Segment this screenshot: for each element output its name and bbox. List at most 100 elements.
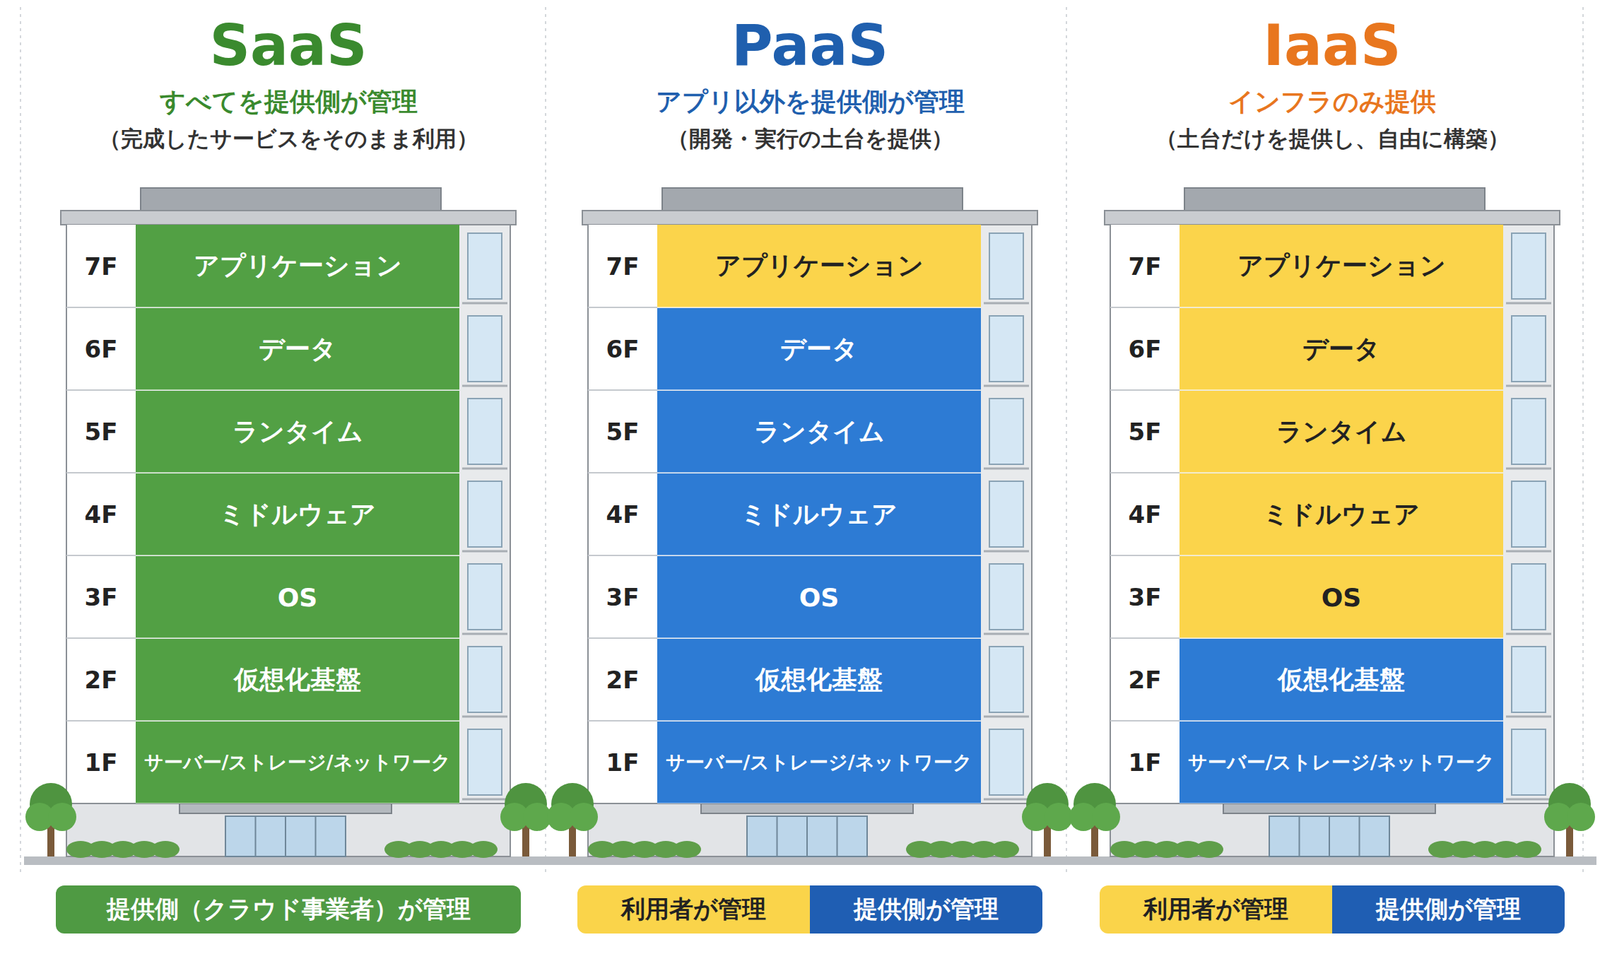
layer-band: アプリケーション <box>135 224 460 308</box>
door-frame <box>836 816 839 857</box>
layer-band: ランタイム <box>657 390 981 473</box>
window-sill <box>1506 385 1552 388</box>
layer-band: ランタイム <box>1179 390 1504 473</box>
floor-number: 1F <box>84 748 119 777</box>
floor-number: 1F <box>1128 748 1162 777</box>
layer-band: サーバー/ストレージ/ネットワーク <box>1179 721 1504 804</box>
floor-number: 6F <box>84 334 119 364</box>
layer-name: アプリケーション <box>193 248 403 284</box>
window-sill <box>462 467 508 470</box>
floor-divider <box>1110 389 1180 391</box>
door-frame <box>315 816 317 857</box>
building <box>1067 187 1597 866</box>
entrance-door <box>746 816 868 857</box>
tree-crown <box>1044 802 1073 832</box>
model-note: （開発・実行の土台を提供） <box>667 124 954 155</box>
floor-number: 7F <box>1128 252 1162 281</box>
layer-name: OS <box>1321 583 1362 613</box>
building-frame <box>1110 224 1555 804</box>
floor-divider <box>66 637 136 639</box>
door-frame <box>1328 816 1331 857</box>
floor-number: 7F <box>84 252 119 281</box>
window <box>1511 481 1546 547</box>
floor-number: 5F <box>1128 417 1162 446</box>
layer-name: サーバー/ストレージ/ネットワーク <box>665 749 973 776</box>
separator-line <box>1065 7 1068 877</box>
hedge <box>151 840 180 858</box>
layer-band: データ <box>135 308 460 391</box>
layer-name: ランタイム <box>1276 414 1408 450</box>
window-sill <box>462 302 508 305</box>
legend-text: 提供側が管理 <box>1375 893 1521 926</box>
window-sill <box>983 798 1029 801</box>
model-title: SaaS <box>209 12 367 79</box>
floor-number: 4F <box>606 500 640 529</box>
layer-band: OS <box>1179 556 1504 639</box>
window-sill <box>462 715 508 719</box>
window-sill <box>1506 550 1552 553</box>
layer-band: データ <box>1179 308 1504 391</box>
legend-swatch: 提供側が管理 <box>1332 885 1565 934</box>
window <box>989 481 1024 547</box>
layer-band: OS <box>135 556 460 639</box>
floor-number: 6F <box>1128 334 1162 364</box>
entrance-canopy <box>179 803 392 814</box>
layer-name: 仮想化基盤 <box>755 662 883 698</box>
window-sill <box>983 633 1029 636</box>
tree-crown <box>569 802 598 832</box>
layer-band: 仮想化基盤 <box>1179 638 1504 721</box>
floor-number: 6F <box>606 334 640 364</box>
hedge <box>1513 840 1542 858</box>
building-frame <box>66 224 511 804</box>
floor-divider <box>587 389 658 391</box>
model-note: （完成したサービスをそのまま利用） <box>98 124 479 155</box>
layer-name: OS <box>277 583 319 613</box>
hedge <box>672 840 702 858</box>
separator-line <box>19 7 22 877</box>
door-frame <box>1359 816 1361 857</box>
window <box>1511 315 1546 382</box>
hedge <box>1195 840 1224 858</box>
separator-line <box>1582 7 1584 877</box>
model-title: IaaS <box>1262 12 1401 79</box>
window-sill <box>1506 798 1552 801</box>
door-frame <box>255 816 257 857</box>
floor-number: 4F <box>1128 500 1162 529</box>
floor-divider <box>66 554 136 557</box>
window <box>1511 646 1546 713</box>
window-sill <box>1506 302 1552 305</box>
layer-name: ミドルウェア <box>740 497 898 533</box>
legend-swatch: 提供側が管理 <box>809 885 1043 934</box>
window-sill <box>1506 715 1552 719</box>
floor-number: 3F <box>606 583 640 612</box>
layer-name: ミドルウェア <box>1262 497 1420 533</box>
floor-number: 5F <box>84 417 119 446</box>
floor-divider <box>66 389 136 391</box>
window-sill <box>1506 633 1552 636</box>
door-frame <box>806 816 808 857</box>
floor-label-column <box>588 224 658 804</box>
door-frame <box>1298 816 1301 857</box>
window <box>1511 563 1546 630</box>
model-subtitle: すべてを提供側が管理 <box>159 84 418 120</box>
window <box>467 729 502 796</box>
layer-name: アプリケーション <box>715 248 924 284</box>
floor-number: 3F <box>1128 583 1162 612</box>
roof-top <box>1184 187 1485 211</box>
door-frame <box>776 816 779 857</box>
building-frame <box>587 224 1032 804</box>
building <box>24 187 553 866</box>
floor-number: 3F <box>84 583 119 612</box>
entrance-door <box>225 816 346 857</box>
floor-divider <box>66 472 136 474</box>
window <box>989 729 1024 796</box>
door-frame <box>284 816 287 857</box>
layer-name: サーバー/ストレージ/ネットワーク <box>1187 749 1495 776</box>
model-title: PaaS <box>731 12 889 79</box>
roof-slab <box>60 210 516 225</box>
legend-text: 利用者が管理 <box>621 893 767 926</box>
layer-band: 仮想化基盤 <box>657 638 981 721</box>
floor-divider <box>587 637 658 639</box>
roof-slab <box>1104 210 1560 225</box>
